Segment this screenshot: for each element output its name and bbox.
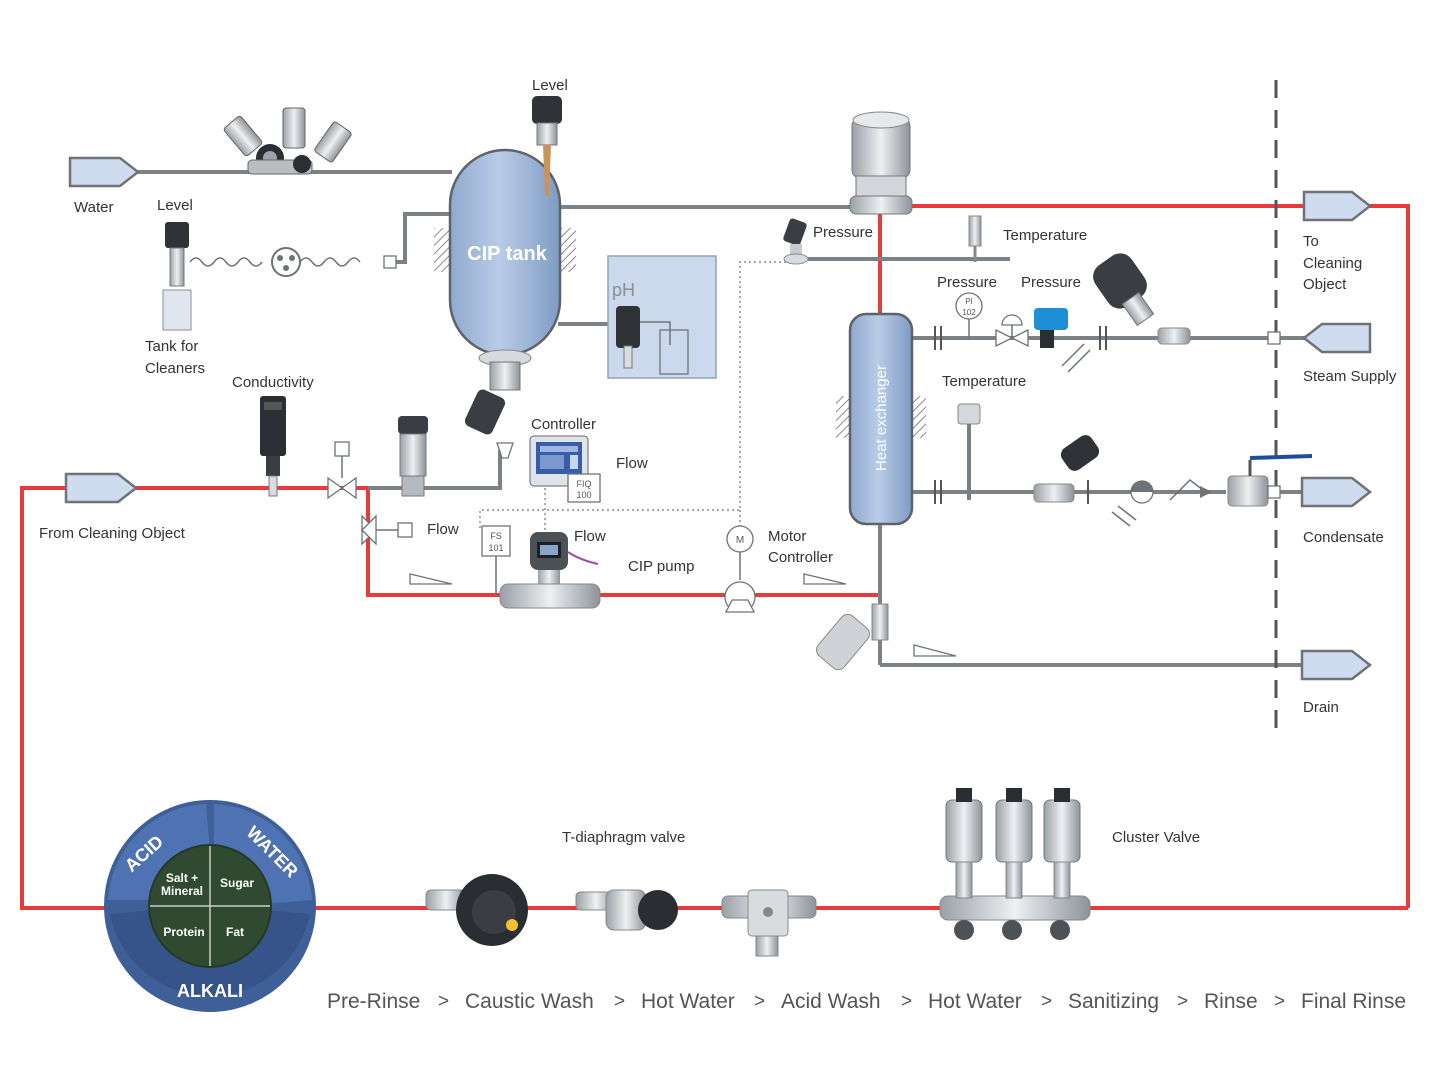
red-cip-loop [20,204,1410,910]
label-from-cleaning-object: From Cleaning Object [39,525,186,542]
ph-measurement-box: pH [607,255,717,379]
label-motor-controller-1: Motor [768,528,806,545]
water-inlet-connector [68,156,141,188]
sequence-step: Rinse [1204,990,1258,1013]
label-pressure-left: Pressure [937,274,997,291]
pi-tag-top: PI [965,297,973,306]
grey-pipes [136,80,1305,740]
label-temperature-top: Temperature [1003,227,1087,244]
pneumatic-valve [398,416,428,497]
sequence-separator: > [1041,991,1052,1012]
valve-cluster-top [223,107,352,175]
sequence-step: Pre-Rinse [327,990,420,1013]
sequence-step: Sanitizing [1068,990,1159,1013]
label-to-cleaning-object-2: Cleaning [1303,255,1362,272]
temperature-sensor-top [968,215,982,262]
fiq-tag-top: FIQ [577,479,592,489]
cleaning-sequence: Pre-Rinse > Caustic Wash > Hot Water > A… [327,990,1406,1013]
from-cleaning-object-connector [64,472,139,504]
label-flow-pump: Flow [574,528,606,545]
fs-tag-bottom: 101 [488,543,503,553]
label-drain: Drain [1303,699,1339,716]
wheel-sugar: Sugar [220,876,254,890]
sequence-separator: > [901,991,912,1012]
sequence-separator: > [1177,991,1188,1012]
wheel-protein: Protein [163,925,204,939]
ph-label: pH [612,280,635,300]
t-diaphragm-valve-1 [425,874,528,946]
label-temperature-mid: Temperature [942,373,1026,390]
sequence-step: Hot Water [928,990,1022,1013]
tank-for-cleaners [162,222,397,331]
t-diaphragm-valve-3 [721,889,817,957]
flow-meter: FS 101 [481,525,601,609]
sequence-separator: > [1274,991,1285,1012]
cip-pump: M [724,525,756,613]
label-motor-controller-2: Controller [768,549,833,566]
motor-tag: M [736,535,744,546]
pressure-sensor-top [783,218,809,265]
label-to-cleaning-object-1: To [1303,233,1319,250]
cluster-valve [939,788,1091,940]
sequence-step: Acid Wash [781,990,881,1013]
sequence-step: Final Rinse [1301,990,1406,1013]
condensate-line-instruments [934,403,1313,527]
wheel-salt-mineral-1: Salt + [166,871,198,885]
label-steam-supply: Steam Supply [1303,368,1397,385]
soil-wheel: ACID WATER ALKALI Salt + Mineral Sugar P… [104,800,316,1012]
to-cleaning-object-connector [1302,190,1373,222]
top-diaphragm-valve [849,111,913,215]
conductivity-sensor [260,396,286,497]
label-level-top: Level [532,77,568,94]
heat-exchanger: Heat exchanger [836,312,926,526]
label-condensate: Condensate [1303,529,1384,546]
steam-line-instruments: PI 102 [934,253,1281,373]
label-tank-for-cleaners-2: Cleaners [145,360,205,377]
sequence-step: Caustic Wash [465,990,594,1013]
drain-angle-valve [816,603,889,671]
fs-tag-top: FS [490,531,502,541]
slope-indicators [409,573,957,657]
condensate-connector [1300,476,1373,508]
angle-valve-below-tank [464,349,532,459]
cip-tank: CIP tank [434,148,576,357]
wheel-fat: Fat [226,925,244,939]
label-flow-controller: Flow [616,455,648,472]
heat-exchanger-label: Heat exchanger [873,365,890,471]
sequence-step: Hot Water [641,990,735,1013]
controller-device: FIQ 100 [529,435,601,503]
label-pressure-right: Pressure [1021,274,1081,291]
wheel-alkali: ALKALI [177,981,243,1001]
label-cip-pump: CIP pump [628,558,694,575]
label-level-left: Level [157,197,193,214]
label-flow-valve: Flow [427,521,459,538]
label-t-diaphragm-valve: T-diaphragm valve [562,829,685,846]
tank-label: CIP tank [467,243,548,265]
label-water: Water [74,199,113,216]
drain-connector [1300,649,1373,681]
wheel-salt-mineral-2: Mineral [161,884,203,898]
level-sensor-top [532,96,562,196]
fiq-tag-bottom: 100 [576,490,591,500]
sequence-separator: > [614,991,625,1012]
sequence-separator: > [754,991,765,1012]
label-tank-for-cleaners-1: Tank for [145,338,198,355]
t-diaphragm-valve-2 [575,889,678,931]
labels: Water Level Level Tank for Cleaners Cond… [39,77,1397,846]
flow-control-valve [327,441,413,546]
label-to-cleaning-object-3: Object [1303,276,1347,293]
label-conductivity: Conductivity [232,374,314,391]
pi-tag-bottom: 102 [962,308,976,317]
label-controller: Controller [531,416,596,433]
label-cluster-valve: Cluster Valve [1112,829,1200,846]
label-pressure-top: Pressure [813,224,873,241]
sequence-separator: > [438,991,449,1012]
steam-supply-connector [1301,322,1372,354]
